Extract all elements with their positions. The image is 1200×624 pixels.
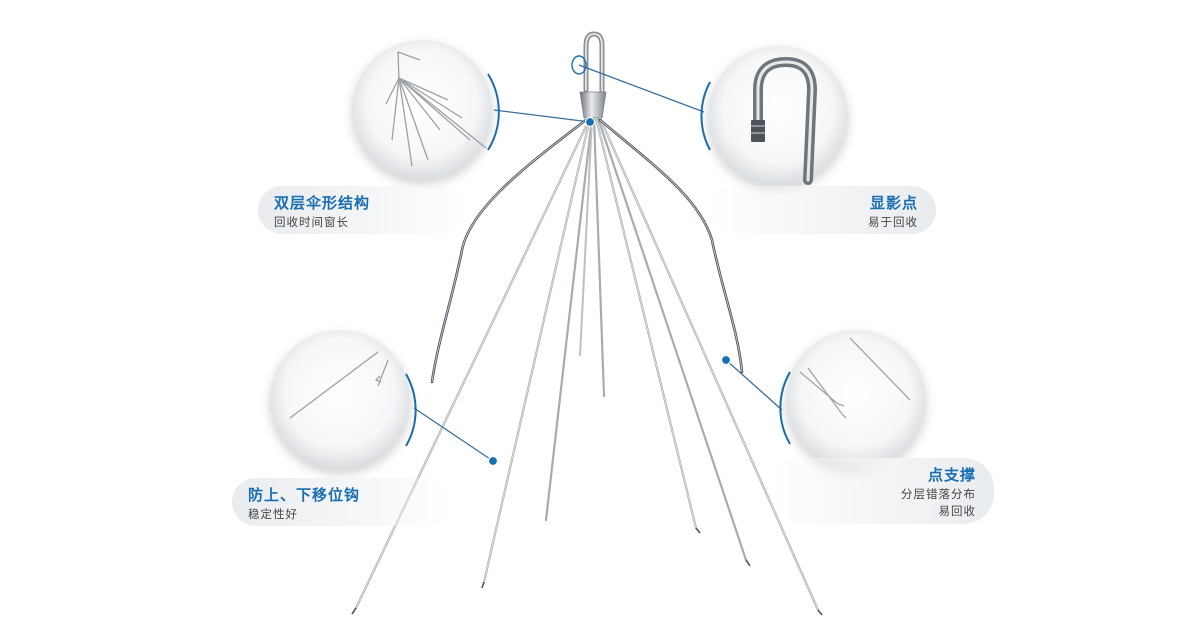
marker-feature-label: 显影点 易于回收 — [708, 186, 936, 234]
vena-cava-filter — [351, 31, 823, 616]
hook-detail-lens — [270, 330, 417, 470]
umbrella-feature-desc: 回收时间窗长 — [274, 215, 349, 229]
marker-feature-desc: 易于回收 — [868, 215, 918, 229]
filter-hub — [579, 91, 607, 119]
support-feature-desc-2: 易回收 — [938, 504, 976, 518]
hook-feature-title: 防上、下移位钩 — [248, 486, 361, 504]
callout-lines — [413, 64, 783, 462]
callout-dots — [487, 116, 732, 467]
support-feature-desc-1: 分层错落分布 — [901, 487, 976, 501]
marker-feature-title: 显影点 — [869, 194, 918, 212]
support-detail-lens — [779, 330, 926, 470]
leg-hooks — [351, 527, 823, 616]
support-feature-title: 点支撑 — [927, 466, 976, 484]
marker-detail-lens — [700, 46, 848, 186]
support-feature-label: 点支撑 分层错落分布 易回收 — [768, 458, 994, 524]
umbrella-feature-label: 双层伞形结构 回收时间窗长 — [258, 186, 468, 234]
umbrella-dot — [584, 116, 596, 128]
hook-feature-desc: 稳定性好 — [248, 507, 298, 521]
hook-feature-label: 防上、下移位钩 稳定性好 — [232, 478, 452, 526]
umbrella-feature-title: 双层伞形结构 — [274, 194, 371, 212]
support-dot — [720, 354, 732, 366]
umbrella-detail-lens — [352, 40, 500, 180]
hook-dot — [487, 455, 499, 467]
marker-ring — [571, 55, 587, 75]
retrieval-hook — [583, 31, 605, 95]
